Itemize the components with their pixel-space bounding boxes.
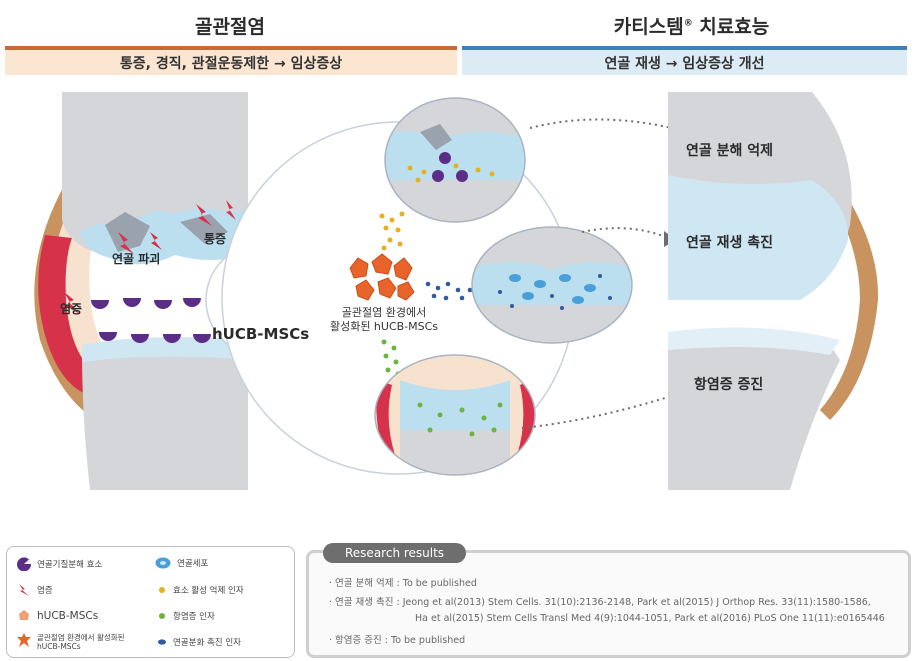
- left-band: 통증, 경직, 관절운동제한 → 임상증상: [5, 46, 457, 75]
- cartilage-damage: [180, 214, 228, 244]
- central-circle: [221, 97, 633, 476]
- right-lower-bone: [668, 336, 840, 490]
- enzyme-row: [91, 298, 211, 343]
- research-line: · 연골 분해 억제 : To be published: [329, 578, 477, 589]
- legend-item: 연골기질분해 효소: [17, 557, 102, 571]
- left-joint: [34, 92, 248, 490]
- label-activated-mscs: 골관절염 환경에서 활성화된 hUCB-MSCs: [312, 306, 456, 334]
- label-pain: 통증: [204, 232, 227, 246]
- right-capsule: [820, 170, 879, 420]
- outcome-anti-inflammation: 항염증 증진: [694, 377, 764, 393]
- green-factor-trail: [381, 339, 401, 377]
- legend-label: hUCB-MSCs: [37, 610, 99, 622]
- pain-bolt: [196, 204, 212, 226]
- legend-label: 골관절염 환경에서 활성화된 hUCB-MSCs: [37, 633, 125, 651]
- right-title-suffix: 치료효능: [692, 16, 770, 38]
- legend-label: 염증: [37, 586, 53, 596]
- research-line: · 항염증 증진 : To be published: [329, 635, 466, 646]
- green-dot-icon: [159, 613, 165, 619]
- legend-label: 항염증 인자: [173, 612, 215, 622]
- registered-mark: ®: [683, 18, 693, 29]
- legend-label: 연골기질분해 효소: [37, 560, 103, 570]
- pain-bolt: [150, 232, 162, 250]
- legend-label: 연골분화 촉진 인자: [173, 638, 241, 648]
- research-line: · 연골 재생 촉진 : Jeong et al(2013) Stem Cell…: [329, 597, 871, 608]
- right-cartilage: [668, 175, 849, 300]
- legend-item: hUCB-MSCs: [17, 609, 98, 623]
- activated-line-2: 활성화된 hUCB-MSCs: [329, 319, 439, 333]
- activated-msc-cluster: [349, 253, 415, 301]
- right-joint: [668, 92, 879, 490]
- msc-icon: [19, 610, 29, 620]
- research-line: Ha et al(2015) Stem Cells Transl Med 4(9…: [415, 613, 885, 624]
- inset-anti-inflammation: [375, 355, 535, 475]
- activated-msc-icon: [17, 633, 31, 647]
- inflamed-synovium: [38, 235, 92, 395]
- pain-bolt: [64, 292, 80, 314]
- joint-illustration: [34, 92, 879, 490]
- blue-factor-trail: [425, 281, 473, 301]
- legend-item: 연골세포: [155, 557, 208, 569]
- left-title: 골관절염: [195, 16, 265, 38]
- yellow-factor-trail: [379, 211, 405, 251]
- legend-item: 효소 활성 억제 인자: [157, 584, 244, 596]
- outcome-regeneration: 연골 재생 촉진: [686, 235, 774, 251]
- lower-cartilage: [82, 336, 248, 362]
- legend-label: 효소 활성 억제 인자: [173, 586, 244, 596]
- inflammation-icon: [19, 584, 29, 596]
- right-title-text: 카티스템: [613, 16, 684, 38]
- legend-label: 연골세포: [177, 559, 209, 569]
- legend-item: 염증: [17, 583, 53, 597]
- legend-item: 골관절염 환경에서 활성화된 hUCB-MSCs: [17, 633, 145, 651]
- research-title: Research results: [323, 543, 467, 563]
- lower-bone: [82, 350, 248, 490]
- outcome-degradation: 연골 분해 억제: [686, 143, 774, 159]
- right-title: 카티스템® 치료효능: [460, 12, 923, 39]
- inset-regeneration: [472, 227, 632, 343]
- right-lower-cartilage: [668, 327, 840, 355]
- yellow-dot-icon: [159, 587, 165, 593]
- legend-item: 항염증 인자: [157, 610, 215, 622]
- label-cartilage-destroy: 연골 파괴: [112, 252, 161, 266]
- pain-bolt: [118, 232, 134, 254]
- activated-line-1: 골관절염 환경에서: [341, 306, 427, 319]
- enzyme-icon: [17, 557, 31, 571]
- research-results: Research results · 연골 분해 억제 : To be publ…: [306, 543, 911, 658]
- right-band: 연골 재생 → 임상증상 개선: [462, 46, 907, 75]
- blue-dot-icon: [158, 639, 166, 645]
- cartilage-damage: [105, 212, 150, 252]
- pain-bolt: [226, 200, 236, 220]
- label-hucb-mscs: hUCB-MSCs: [212, 325, 310, 343]
- chondrocyte-icon: [155, 557, 171, 569]
- legend-item: 연골분화 촉진 인자: [157, 636, 241, 648]
- legend: 연골기질분해 효소 연골세포 염증 효소 활성 억제 인자 hUCB-MSCs …: [6, 546, 295, 658]
- label-inflammation: 염증: [60, 302, 83, 316]
